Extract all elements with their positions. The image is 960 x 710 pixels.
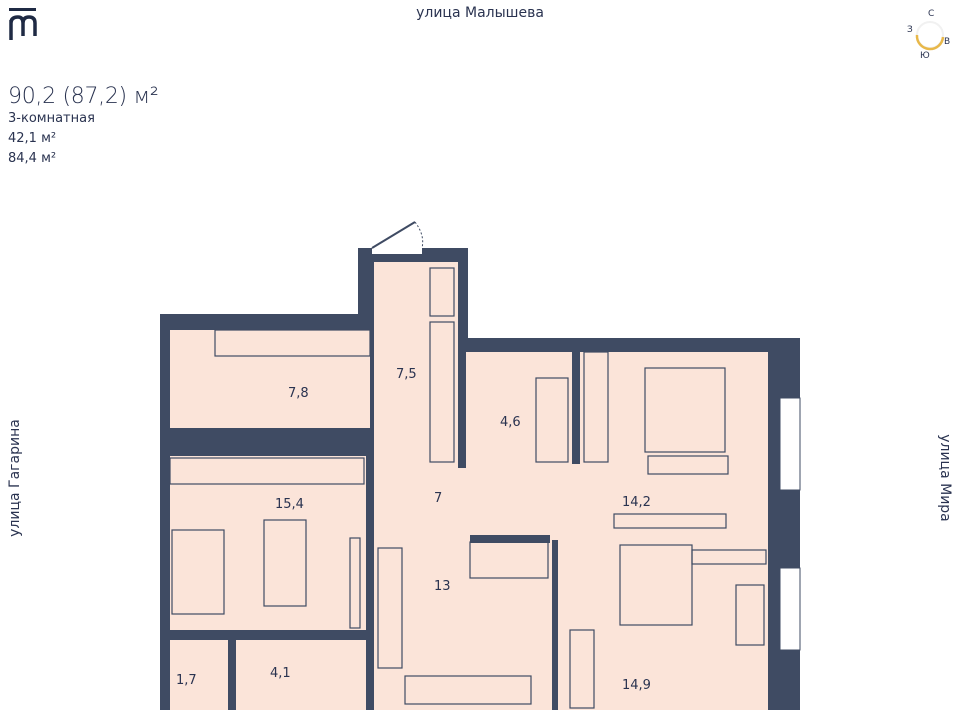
entry-door-icon xyxy=(371,221,416,249)
window xyxy=(779,397,801,491)
corridor-bench xyxy=(429,267,455,317)
living-area: 42,1 м² xyxy=(8,131,57,146)
room-corridor xyxy=(374,262,458,482)
secondary-area: 84,4 м² xyxy=(8,151,57,166)
bathtub xyxy=(535,377,569,463)
room-wc xyxy=(460,352,572,464)
room-label-room: 13 xyxy=(434,579,451,594)
bench xyxy=(647,455,729,475)
desk xyxy=(735,584,765,646)
compass-south: Ю xyxy=(920,51,930,61)
shelf xyxy=(691,549,767,565)
dining-table xyxy=(263,519,307,607)
room-label-corridor: 7,5 xyxy=(396,367,417,382)
room-label-storage: 1,7 xyxy=(176,673,197,688)
street-label-top: улица Малышева xyxy=(416,5,544,21)
sofa xyxy=(171,529,225,615)
room-type: 3-комнатная xyxy=(8,111,95,126)
room-label-bathroom: 7,8 xyxy=(288,386,309,401)
compass-north: С xyxy=(928,9,935,19)
room-hall xyxy=(374,464,620,540)
room-label-balcony: 4,1 xyxy=(270,666,291,681)
room-label-bedroom-1: 14,2 xyxy=(622,495,651,510)
tv-stand xyxy=(349,537,361,629)
wardrobe xyxy=(377,547,403,669)
compass-east: В xyxy=(944,37,951,47)
room-label-hall: 7 xyxy=(434,491,442,506)
kitchen-counter xyxy=(169,457,365,485)
room-storage xyxy=(170,640,228,710)
room-balcony xyxy=(236,640,366,710)
bathroom-counter xyxy=(214,329,371,357)
desk xyxy=(404,675,532,705)
window xyxy=(779,567,801,651)
room-room xyxy=(374,540,552,710)
room-bathroom xyxy=(170,330,370,428)
room-label-kitchen-living: 15,4 xyxy=(275,497,304,512)
room-label-bedroom-2: 14,9 xyxy=(622,678,651,693)
brand-logo xyxy=(9,8,37,40)
bunk-bed xyxy=(469,541,549,579)
compass: С В Ю З xyxy=(900,5,960,65)
bed xyxy=(644,367,726,453)
total-area: 90,2 (87,2) м² xyxy=(8,84,159,109)
wardrobe xyxy=(569,629,595,709)
room-kitchen-living xyxy=(170,456,366,630)
wardrobe xyxy=(429,321,455,463)
compass-ring-icon xyxy=(915,21,945,51)
bed xyxy=(619,544,693,626)
wardrobe xyxy=(583,351,609,463)
desk xyxy=(613,513,727,529)
room-label-wc: 4,6 xyxy=(500,415,521,430)
compass-west: З xyxy=(907,25,913,35)
